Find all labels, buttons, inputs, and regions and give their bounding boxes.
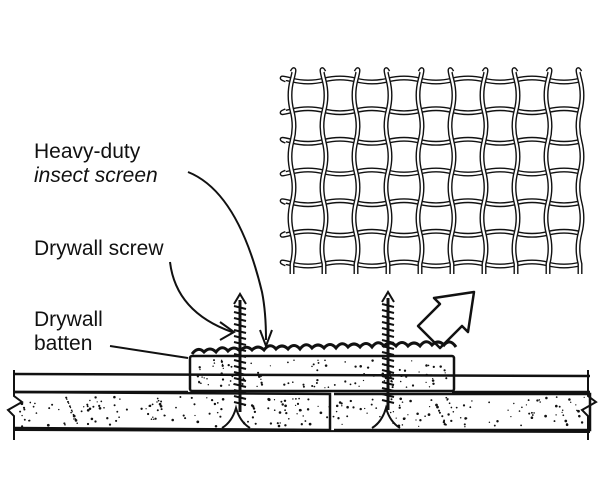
board-texture bbox=[19, 395, 585, 428]
drywall-screw bbox=[381, 290, 395, 410]
leader-lines bbox=[109, 171, 273, 359]
batten-texture bbox=[196, 359, 448, 389]
label-screen-line1: Heavy-duty bbox=[34, 140, 141, 163]
leader-screen-head bbox=[259, 329, 273, 349]
screen-section bbox=[190, 340, 458, 355]
label-batten-line2: batten bbox=[34, 332, 93, 355]
leader-screw bbox=[169, 261, 233, 333]
up-right-arrow-icon bbox=[416, 290, 476, 350]
screw-dimples bbox=[221, 404, 401, 429]
label-screen-line2: insect screen bbox=[34, 164, 158, 187]
break-line-icon bbox=[6, 370, 598, 440]
drywall-batten bbox=[188, 354, 456, 393]
drywall-screws bbox=[233, 290, 395, 412]
mesh-detail bbox=[279, 67, 585, 274]
leader-screen bbox=[187, 171, 267, 341]
leader-batten bbox=[109, 345, 189, 359]
wall-boards bbox=[13, 372, 592, 433]
wall-board-right bbox=[334, 392, 592, 432]
label-screw: Drywall screw bbox=[34, 237, 164, 260]
wall-board-left bbox=[13, 390, 332, 432]
leader-screw-head bbox=[219, 321, 236, 341]
label-batten-line1: Drywall bbox=[34, 308, 103, 331]
drywall-screw bbox=[233, 292, 247, 412]
